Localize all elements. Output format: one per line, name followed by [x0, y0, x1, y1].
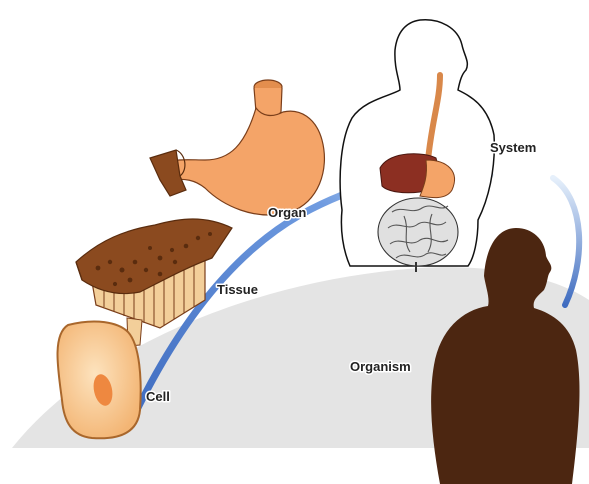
label-system: System: [490, 140, 536, 155]
label-organ: Organ: [268, 205, 306, 220]
label-tissue: Tissue: [217, 282, 258, 297]
label-cell: Cell: [146, 389, 170, 404]
cell-illustration: [58, 321, 141, 438]
stomach-illustration: [150, 80, 324, 215]
label-organism: Organism: [350, 359, 411, 374]
digestive-system-illustration: [340, 20, 494, 272]
